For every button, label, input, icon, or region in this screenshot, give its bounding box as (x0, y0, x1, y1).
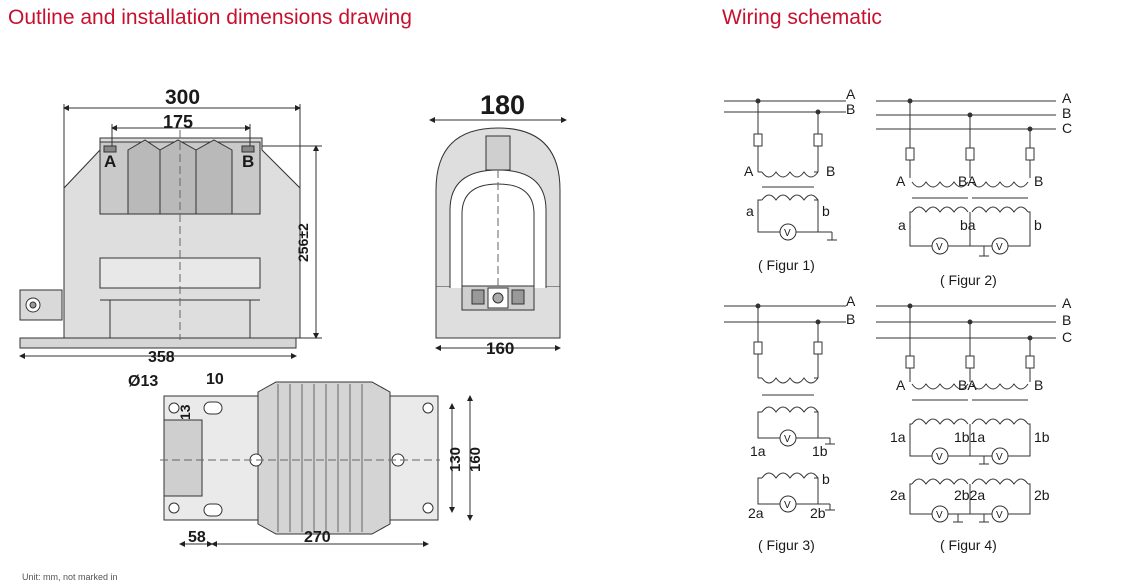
fig1-phase-a: A (846, 86, 856, 102)
dim-plan-offset: 58 (188, 529, 206, 546)
fig4-phase-c: C (1062, 329, 1072, 345)
fig4-secondary-2b: 2b (1034, 487, 1050, 503)
fig3-caption: ( Figur 3) (758, 537, 815, 553)
terminal-b-label: B (242, 152, 254, 171)
fig4-primary-ba: BA (958, 377, 977, 393)
fig3-secondary-1b: 1b (812, 443, 828, 459)
fig2-primary-ba: BA (958, 173, 977, 189)
fig2-secondary-ba: ba (960, 217, 976, 233)
fig1-primary-a: A (744, 163, 754, 179)
fig4-primary-b: B (1034, 377, 1043, 393)
figure-2 (876, 98, 1056, 257)
fig3-secondary-b: b (822, 471, 830, 487)
footnote: Unit: mm, not marked in (22, 572, 118, 582)
fig3-secondary-1a: 1a (750, 443, 766, 459)
fig4-phase-b: B (1062, 312, 1071, 328)
dim-plan-inner: 130 (447, 447, 464, 472)
plan-view (160, 381, 473, 547)
dim-hole-diameter: Ø13 (128, 373, 158, 390)
fig4-primary-a: A (896, 377, 906, 393)
fig3-secondary-2b: 2b (810, 505, 826, 521)
fig4-secondary-2a: 2a (890, 487, 906, 503)
fig4-secondary-1b: 1b (1034, 429, 1050, 445)
fig2-phase-a: A (1062, 90, 1072, 106)
figure-4 (876, 303, 1056, 523)
fig2-voltmeter-2: V (996, 242, 1003, 253)
fig3-secondary-2a: 2a (748, 505, 764, 521)
fig2-secondary-a: a (898, 217, 906, 233)
fig3-phase-a: A (846, 293, 856, 309)
figure-3 (724, 303, 846, 513)
fig4-secondary-1b1a: 1b1a (954, 429, 985, 445)
side-view (429, 117, 567, 351)
fig4-secondary-1a: 1a (890, 429, 906, 445)
outline-heading: Outline and installation dimensions draw… (8, 6, 412, 29)
fig2-voltmeter-1: V (936, 242, 943, 253)
wiring-heading: Wiring schematic (722, 6, 882, 29)
fig4-voltmeter-2: V (996, 452, 1003, 463)
dim-plan-length: 270 (304, 529, 331, 546)
fig3-phase-b: B (846, 311, 855, 327)
fig2-phase-c: C (1062, 120, 1072, 136)
fig4-secondary-2b2a: 2b2a (954, 487, 985, 503)
fig2-primary-b: B (1034, 173, 1043, 189)
fig1-secondary-b: b (822, 203, 830, 219)
dim-plan-outer: 160 (467, 447, 484, 472)
fig2-primary-a: A (896, 173, 906, 189)
terminal-a-label: A (104, 152, 116, 171)
fig1-secondary-a: a (746, 203, 754, 219)
dim-front-inner: 175 (163, 112, 193, 132)
fig1-phase-b: B (846, 101, 855, 117)
fig1-primary-b: B (826, 163, 835, 179)
fig4-caption: ( Figur 4) (940, 537, 997, 553)
dim-slot-height: 13 (177, 404, 193, 420)
dim-slot-width: 10 (206, 371, 224, 388)
dim-front-base: 358 (148, 349, 175, 366)
dim-front-width: 300 (165, 86, 200, 109)
front-view (19, 104, 322, 359)
dim-side-width: 180 (480, 90, 525, 120)
fig3-voltmeter-2: V (784, 500, 791, 511)
fig4-voltmeter-3: V (936, 510, 943, 521)
fig2-secondary-b: b (1034, 217, 1042, 233)
fig1-voltmeter: V (784, 228, 791, 239)
fig4-phase-a: A (1062, 295, 1072, 311)
fig4-voltmeter-4: V (996, 510, 1003, 521)
fig2-phase-b: B (1062, 105, 1071, 121)
fig2-caption: ( Figur 2) (940, 272, 997, 288)
fig3-voltmeter-1: V (784, 434, 791, 445)
fig4-voltmeter-1: V (936, 452, 943, 463)
fig1-caption: ( Figur 1) (758, 257, 815, 273)
dim-front-height: 256±2 (295, 223, 311, 262)
figure-1 (724, 98, 846, 241)
dim-side-base: 160 (486, 339, 514, 358)
